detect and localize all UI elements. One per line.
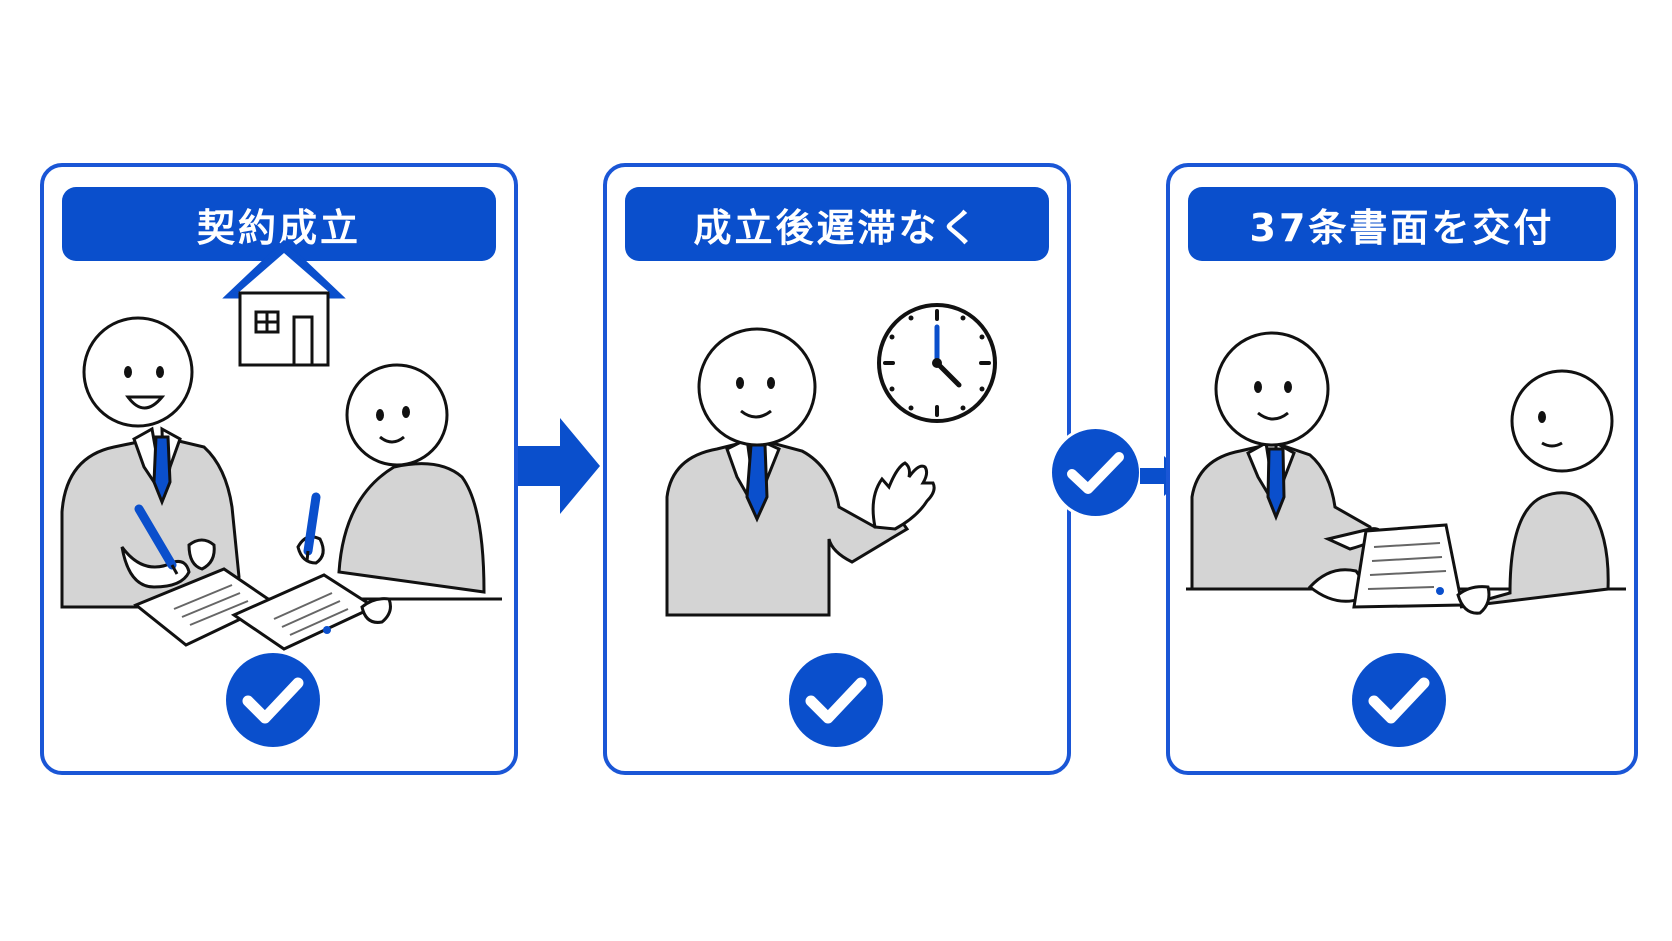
pen-icon — [134, 504, 179, 575]
client-figure — [1456, 369, 1614, 615]
clock-icon — [877, 303, 997, 423]
contract-signing-illustration — [60, 239, 502, 651]
client-figure — [296, 363, 486, 624]
house-icon — [222, 239, 346, 367]
clock-promptly-illustration — [665, 303, 997, 617]
check-circle-icon — [1352, 653, 1446, 747]
check-circle-icon — [226, 653, 320, 747]
check-circle-icon — [1049, 426, 1142, 519]
pen-icon — [303, 492, 321, 562]
arrow-right-icon — [518, 418, 600, 514]
document-handover-illustration — [1186, 331, 1626, 615]
step-panel-contract: 契約成立 — [40, 163, 518, 775]
agent-figure — [60, 316, 241, 609]
document-icon — [1352, 523, 1464, 609]
agent-figure — [1190, 331, 1384, 603]
step-title: 37条書面を交付 — [1188, 187, 1616, 261]
agent-figure — [665, 327, 936, 617]
step-title: 成立後遅滞なく — [625, 187, 1049, 261]
step-panel-delivery: 37条書面を交付 — [1166, 163, 1638, 775]
step-panel-promptly: 成立後遅滞なく — [603, 163, 1071, 775]
check-circle-icon — [789, 653, 883, 747]
